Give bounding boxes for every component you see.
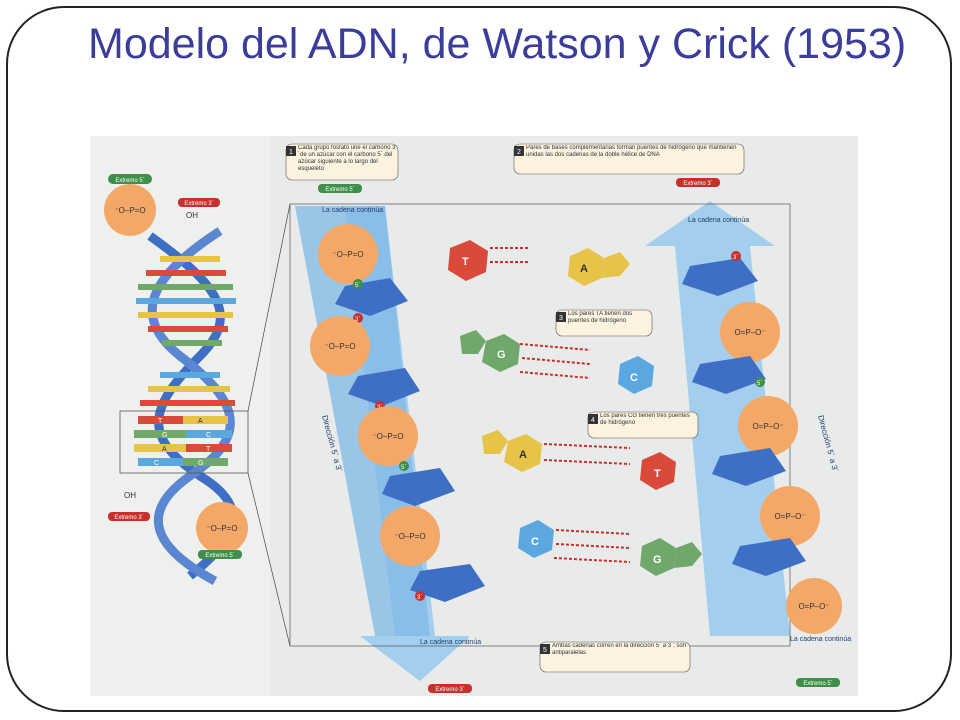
- svg-text:3: 3: [559, 315, 563, 322]
- svg-text:⁻O–P=O: ⁻O–P=O: [324, 342, 355, 351]
- callout-2: 2 Pares de bases complementarias forman …: [513, 143, 745, 187]
- base-pairs: T A G C A T: [448, 240, 702, 576]
- svg-text:4: 4: [591, 417, 595, 424]
- cytosine-2: C: [518, 520, 554, 558]
- cadena-left-bottom-label: La cadena continúa: [420, 639, 481, 646]
- callout-2-text: Pares de bases complementarias forman pu…: [526, 145, 737, 158]
- svg-text:T: T: [206, 446, 211, 453]
- svg-text:5´: 5´: [401, 465, 406, 471]
- cadena-right-label: La cadena continúa: [688, 217, 749, 224]
- slide-title: Modelo del ADN, de Watson y Crick (1953): [88, 20, 907, 68]
- callout-3: 3 Los pares TA tienen dos puentes de hid…: [555, 309, 653, 337]
- callout-1-text: Cada grupo fosfato une el carbono 3´de u…: [298, 145, 396, 172]
- svg-text:G: G: [653, 554, 662, 566]
- svg-text:5: 5: [543, 647, 547, 654]
- extremo3-mid-label: Extremo 3´: [683, 181, 712, 187]
- svg-text:T: T: [462, 256, 469, 268]
- helix-bottom-labels: OH Extremo 3´ ⁻O–P=O Extremo 5´: [108, 491, 248, 559]
- svg-text:3´: 3´: [355, 317, 360, 323]
- svg-text:⁻O–P=O: ⁻O–P=O: [114, 206, 145, 215]
- svg-text:O=P–O⁻: O=P–O⁻: [734, 328, 765, 337]
- adenine-1: A: [568, 248, 630, 286]
- svg-text:5´: 5´: [355, 283, 360, 289]
- svg-text:G: G: [198, 460, 203, 467]
- adenine-2: A: [482, 430, 542, 472]
- svg-text:2: 2: [517, 149, 521, 156]
- svg-text:O=P–O⁻: O=P–O⁻: [752, 422, 783, 431]
- svg-text:Extremo 5´: Extremo 5´: [803, 681, 832, 687]
- bottom-extremo-labels: Extremo 3´ Extremo 5´: [428, 678, 840, 693]
- svg-text:A: A: [519, 449, 527, 461]
- svg-text:G: G: [497, 349, 506, 361]
- svg-text:1: 1: [289, 149, 293, 156]
- svg-text:A: A: [580, 263, 588, 275]
- svg-text:C: C: [531, 536, 539, 548]
- double-helix: Extremo 5´ ⁻O–P=O Extremo 3´ OH: [104, 174, 291, 647]
- svg-text:C: C: [206, 432, 211, 439]
- svg-text:⁻O–P=O: ⁻O–P=O: [206, 524, 237, 533]
- extremo5-mid-label: Extremo 5´: [325, 187, 354, 193]
- svg-text:⁻O–P=O: ⁻O–P=O: [332, 250, 363, 259]
- thymine-2: T: [640, 452, 676, 490]
- svg-text:3´: 3´: [733, 255, 738, 261]
- callout-4-text: Los pares CG tienen tres puentes de hidr…: [600, 413, 690, 426]
- svg-text:O=P–O⁻: O=P–O⁻: [798, 602, 829, 611]
- cytosine-1: C: [618, 356, 654, 394]
- thymine-1: T: [448, 240, 488, 281]
- oh-top-label: OH: [186, 211, 198, 220]
- svg-text:Extremo 5´: Extremo 5´: [205, 553, 234, 559]
- helix-base-pairs: T A G C A T C G: [134, 416, 232, 467]
- dna-diagram: Extremo 5´ ⁻O–P=O Extremo 3´ OH: [90, 136, 858, 696]
- cadena-left-label: La cadena continúa: [322, 207, 383, 214]
- svg-text:A: A: [198, 418, 203, 425]
- helix-zoom-box: [119, 410, 249, 474]
- svg-text:C: C: [630, 372, 638, 384]
- svg-text:O=P–O⁻: O=P–O⁻: [774, 512, 805, 521]
- svg-text:OH: OH: [124, 491, 136, 500]
- cadena-right-bottom-label: La cadena continúa: [790, 636, 851, 643]
- callout-4: 4 Los pares CG tienen tres puentes de hi…: [587, 411, 699, 439]
- svg-text:T: T: [158, 418, 163, 425]
- callout-5-text: Ambas cadenas corren en la dirección 5´ …: [552, 643, 687, 656]
- svg-text:G: G: [162, 432, 167, 439]
- svg-text:Extremo 3´: Extremo 3´: [114, 515, 143, 521]
- right-backbone: 3´ O=P–O⁻ 5´ O=P–O⁻ O=P–O⁻ O=P–O⁻: [682, 251, 842, 634]
- guanine-1: G: [460, 330, 520, 372]
- guanine-2: G: [640, 538, 702, 576]
- svg-text:A: A: [162, 446, 167, 453]
- svg-text:3´: 3´: [417, 595, 422, 601]
- callout-1: 1 Cada grupo fosfato une el carbono 3´de…: [285, 143, 399, 193]
- extremo3-top: Extremo 3´ OH: [178, 198, 220, 220]
- phosphate-top-left: Extremo 5´ ⁻O–P=O: [104, 174, 156, 236]
- svg-text:C: C: [154, 460, 159, 467]
- helix-rungs: [136, 256, 236, 406]
- svg-text:Extremo 3´: Extremo 3´: [184, 201, 213, 207]
- svg-text:⁻O–P=O: ⁻O–P=O: [372, 432, 403, 441]
- callout-5: 5 Ambas cadenas corren en la dirección 5…: [539, 641, 691, 673]
- svg-text:Extremo 3´: Extremo 3´: [435, 687, 464, 693]
- svg-text:⁻O–P=O: ⁻O–P=O: [394, 532, 425, 541]
- svg-text:T: T: [654, 468, 661, 480]
- callout-3-text: Los pares TA tienen dos puentes de hidró…: [568, 311, 633, 324]
- svg-text:5´: 5´: [757, 381, 762, 387]
- extremo5-top-label: Extremo 5´: [115, 178, 144, 184]
- left-backbone: ⁻O–P=O 3´ 5´ ⁻O–P=O 3´ ⁻O–P=O 5´ ⁻O–P=O …: [310, 224, 485, 602]
